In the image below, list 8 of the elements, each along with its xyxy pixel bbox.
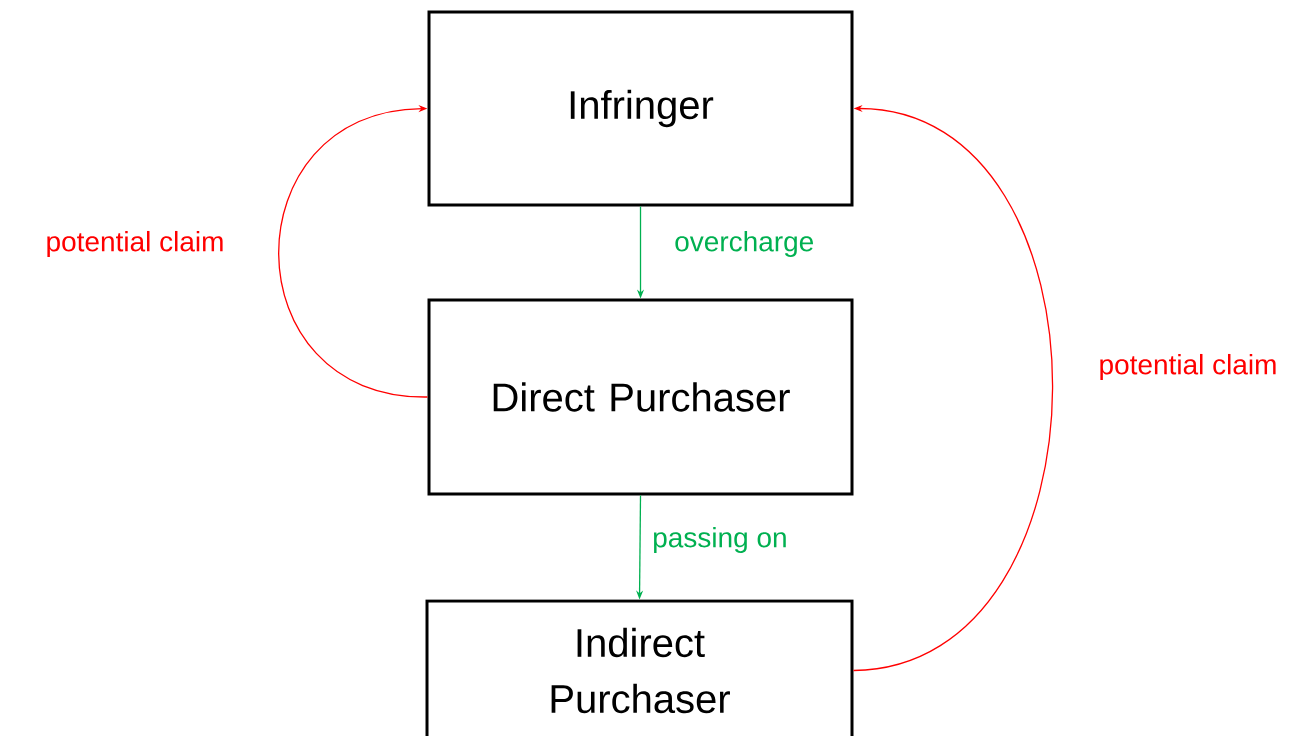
- edge-label: passing on: [650, 524, 790, 556]
- edge-label: overcharge: [672, 228, 817, 260]
- process-box: Direct Purchaser: [427, 298, 854, 496]
- process-box: Indirect Purchaser: [425, 599, 854, 736]
- process-box: Infringer: [427, 10, 854, 207]
- arrow: [278, 105, 429, 398]
- edge-label: potential claim: [1096, 351, 1280, 383]
- edge-label: potential claim: [43, 228, 227, 260]
